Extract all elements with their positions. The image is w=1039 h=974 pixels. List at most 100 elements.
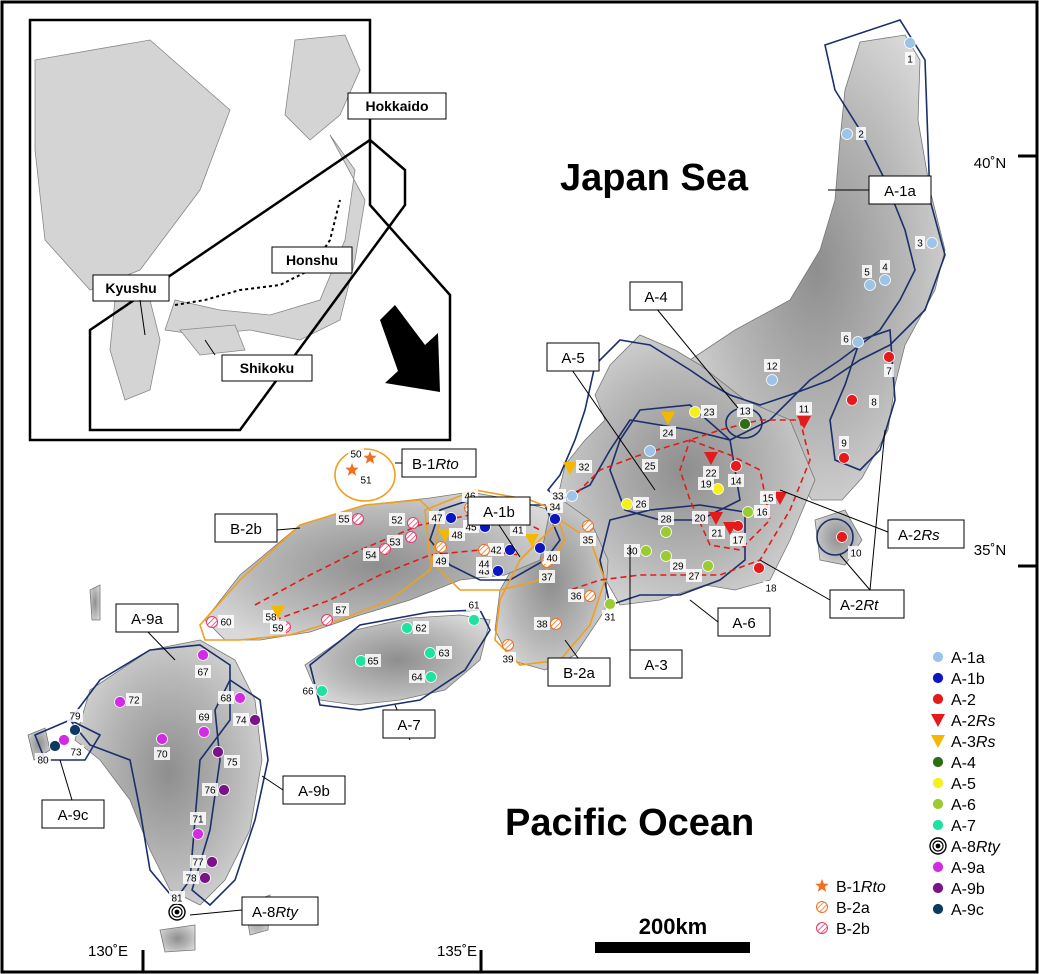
- inset-shikoku: [179, 324, 246, 356]
- site-15-marker: [773, 492, 787, 505]
- site-67: 67: [195, 649, 211, 679]
- legend-item-4-symbol: [931, 735, 945, 748]
- scale-bar: 200km: [595, 914, 750, 953]
- site-10: 10: [836, 531, 864, 560]
- site-29-number: 29: [672, 562, 684, 573]
- site-8: 8: [846, 394, 879, 409]
- site-62-marker: [401, 622, 413, 634]
- site-80: 80: [35, 740, 61, 767]
- site-64-marker: [425, 671, 437, 683]
- label-a1b-text: A-1b: [483, 504, 515, 521]
- site-68-label-bg: [218, 691, 234, 704]
- site-41-label-bg: [510, 523, 526, 536]
- site-1-marker: [904, 37, 916, 49]
- legend-item-7-label: A-6: [951, 797, 976, 814]
- site-23-label-bg: [701, 405, 717, 418]
- site-49-number: 49: [435, 557, 447, 568]
- site-30-marker: [640, 545, 652, 557]
- site-43-marker: [492, 565, 504, 577]
- site-40-number: 40: [546, 554, 558, 565]
- site-64: 64: [409, 670, 437, 684]
- label-b2a: B-2a: [547, 657, 611, 687]
- site-76-marker: [218, 784, 230, 796]
- site-47-number: 47: [431, 514, 443, 525]
- legend-item-8: A-7: [932, 818, 976, 835]
- site-61-label-bg: [466, 598, 482, 611]
- japan-sea-label: Japan Sea: [560, 157, 749, 199]
- site-20-marker: [709, 512, 723, 525]
- site-55: 55: [336, 512, 364, 526]
- legend-item-2-symbol: [932, 693, 944, 705]
- legend-item-5-symbol: [932, 756, 944, 768]
- legend-item-10-symbol: [932, 861, 944, 873]
- shikoku-landmass: [304, 614, 491, 706]
- coordinates: 40˚N 35˚N 130˚E 135˚E: [88, 154, 1037, 972]
- site-59: 59: [270, 606, 286, 635]
- legend-item-1: A-1b: [932, 671, 985, 688]
- site-1: 1: [904, 37, 916, 66]
- label-a1a-text: A-1a: [884, 183, 916, 200]
- inset-label-hokkaido: Hokkaido: [347, 92, 447, 120]
- site-79: 79: [67, 709, 83, 736]
- site-71-number: 71: [192, 815, 204, 826]
- site-18-marker: [753, 562, 765, 574]
- site-59-label-bg: [270, 621, 286, 634]
- site-3: 3: [915, 236, 938, 250]
- site-49-label-bg: [433, 554, 449, 567]
- site-34: 34: [547, 500, 563, 525]
- inset-hokkaido-text: Hokkaido: [365, 98, 428, 114]
- site-16-label-bg: [754, 505, 770, 518]
- label-a9b: A-9b: [282, 775, 346, 805]
- site-62-label-bg: [413, 621, 429, 634]
- site-37-number: 37: [541, 573, 553, 584]
- site-10-marker: [836, 531, 848, 543]
- site-35-number: 35: [582, 536, 594, 547]
- site-22-number: 22: [705, 469, 717, 480]
- dashed-inner: [679, 438, 771, 551]
- site-63-label-bg: [436, 646, 452, 659]
- label-a6-text: A-6: [732, 615, 755, 632]
- site-20-number: 20: [694, 514, 706, 525]
- site-44-label-bg: [476, 557, 492, 570]
- site-22: 22: [703, 452, 719, 480]
- site-33: 33: [550, 489, 578, 503]
- legend-item-9: A-8Rty: [929, 837, 1001, 856]
- site-12-marker: [766, 374, 778, 386]
- site-50: 50: [348, 447, 377, 464]
- site-9-label-bg: [839, 436, 849, 449]
- legend-item-10-label: A-9a: [951, 860, 985, 877]
- label-a9c-text: A-9c: [58, 807, 89, 824]
- site-57-marker: [321, 614, 333, 626]
- site-59-marker: [271, 606, 285, 619]
- site-24-number: 24: [662, 429, 674, 440]
- site-78-label-bg: [183, 871, 199, 884]
- site-75-label-bg: [224, 755, 240, 768]
- site-5-number: 5: [864, 268, 870, 279]
- outline-a5: [609, 404, 741, 521]
- inset-korea-mainland: [34, 39, 231, 291]
- site-65: 65: [355, 654, 381, 668]
- site-74: 74: [233, 713, 261, 727]
- outline-b2a-kii: [494, 518, 606, 666]
- site-31-label-bg: [602, 610, 618, 623]
- site-5-label-bg: [862, 265, 872, 278]
- site-30-number: 30: [626, 547, 638, 558]
- legend-item-4: A-3Rs: [931, 734, 995, 751]
- site-12-label-bg: [764, 359, 780, 372]
- label-b2b-text: B-2b: [230, 521, 262, 538]
- site-14-label-bg: [728, 474, 744, 487]
- site-21: 21: [709, 522, 737, 540]
- site-18-label-bg: [763, 581, 779, 594]
- site-13-marker: [739, 418, 751, 430]
- site-42-label-bg: [488, 543, 504, 556]
- label-a3: A-3: [629, 649, 683, 679]
- site-44-marker: [478, 544, 490, 556]
- legend-item-11-symbol: [932, 882, 944, 894]
- site-32-number: 32: [578, 463, 590, 474]
- site-51: 51: [345, 463, 374, 487]
- site-77-marker: [206, 856, 218, 868]
- site-5-marker: [864, 279, 876, 291]
- site-33-label-bg: [550, 489, 566, 502]
- site-77: 77: [190, 855, 218, 869]
- site-35-label-bg: [580, 533, 596, 546]
